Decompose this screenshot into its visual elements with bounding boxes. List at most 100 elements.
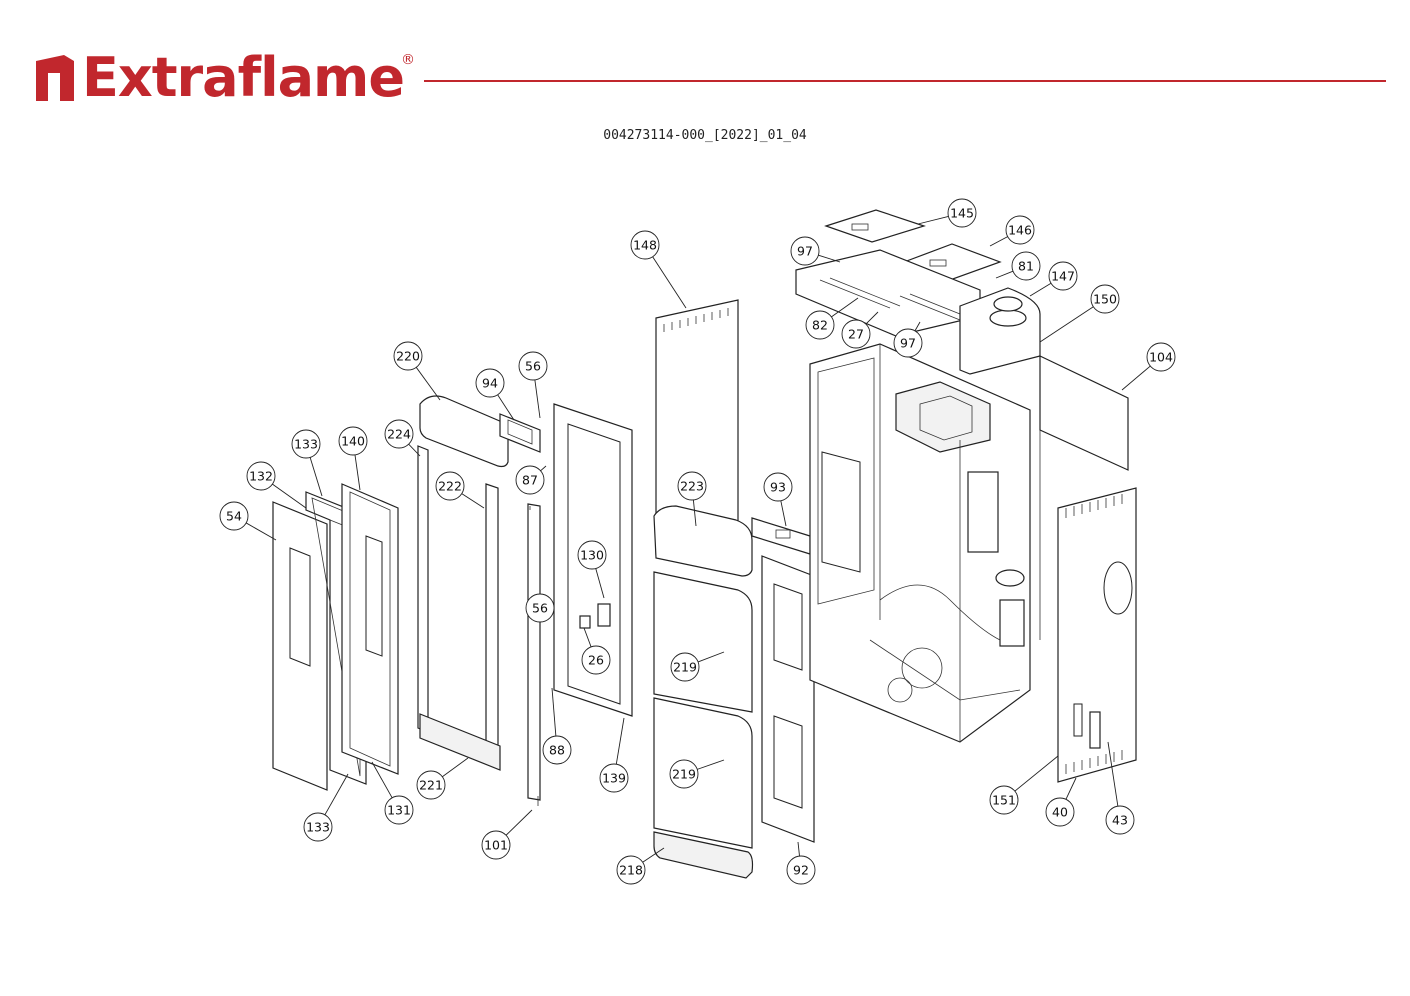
leader-27 (865, 311, 879, 325)
callout-circle (481, 830, 511, 860)
leader-219 (697, 759, 725, 770)
callout-label: 40 (1052, 805, 1068, 820)
callout-circle (1105, 805, 1135, 835)
callout-label: 139 (602, 771, 626, 786)
leader-26 (583, 627, 592, 648)
callout-148: 148 (630, 230, 660, 260)
callout-218: 218 (616, 855, 646, 885)
leader-139 (615, 717, 625, 765)
callout-label: 88 (549, 743, 565, 758)
callout-93: 93 (763, 472, 793, 502)
callout-133: 133 (303, 812, 333, 842)
callout-label: 222 (438, 479, 462, 494)
callout-circle (577, 540, 607, 570)
callout-circle (542, 735, 572, 765)
callout-145: 145 (947, 198, 977, 228)
callout-label: 56 (525, 359, 541, 374)
callout-132: 132 (246, 461, 276, 491)
callout-label: 145 (950, 206, 974, 221)
leader-218 (642, 847, 665, 863)
callout-circle (1146, 342, 1176, 372)
leader-82 (831, 297, 859, 318)
callout-56: 56 (518, 351, 548, 381)
leader-lines (245, 215, 1151, 863)
callout-circle (246, 461, 276, 491)
callout-104: 104 (1146, 342, 1176, 372)
leader-132 (272, 483, 307, 509)
leader-97 (914, 321, 921, 332)
callout-circle (581, 645, 611, 675)
door-glass-54 (272, 501, 328, 791)
side-seal-224 (417, 445, 429, 733)
callout-label: 220 (396, 349, 420, 364)
leader-221 (442, 757, 469, 778)
callout-220: 220 (393, 341, 423, 371)
brand-logo: Extraflame (34, 46, 405, 109)
callout-40: 40 (1045, 797, 1075, 827)
leader-43 (1107, 741, 1119, 807)
callout-circle (677, 471, 707, 501)
callout-82: 82 (805, 310, 835, 340)
callout-label: 132 (249, 469, 273, 484)
callout-222: 222 (435, 471, 465, 501)
callout-circle (893, 328, 923, 358)
side-panel-104 (1039, 355, 1129, 640)
front-panel-219-lower (653, 697, 753, 849)
leader-133 (324, 773, 349, 816)
callout-label: 43 (1112, 813, 1128, 828)
callout-circle (475, 368, 505, 398)
leader-147 (1029, 282, 1052, 297)
callout-88: 88 (542, 735, 572, 765)
callout-221: 221 (416, 770, 446, 800)
callout-101: 101 (481, 830, 511, 860)
callout-circle (790, 236, 820, 266)
leader-223 (692, 499, 697, 527)
side-panel-151 (1057, 487, 1137, 783)
leader-151 (1014, 755, 1059, 792)
registered-mark: ® (401, 52, 415, 68)
callout-circle (1005, 215, 1035, 245)
leader-88 (551, 687, 557, 737)
callout-circle (786, 855, 816, 885)
leader-93 (780, 500, 787, 527)
callout-label: 26 (588, 653, 604, 668)
callout-label: 219 (672, 767, 696, 782)
bottom-profile-221 (419, 713, 501, 771)
callout-label: 93 (770, 480, 786, 495)
callout-circle (384, 419, 414, 449)
callout-label: 133 (306, 820, 330, 835)
callout-139: 139 (599, 763, 629, 793)
leader-148 (652, 256, 687, 309)
callout-27: 27 (841, 319, 871, 349)
callout-219: 219 (669, 759, 699, 789)
side-profile-222 (485, 483, 499, 753)
callout-label: 131 (387, 803, 411, 818)
front-base-218 (653, 831, 754, 879)
callout-87: 87 (515, 465, 545, 495)
callout-219: 219 (670, 652, 700, 682)
callout-97: 97 (893, 328, 923, 358)
bracket-93 (751, 517, 811, 555)
callout-140: 140 (338, 426, 368, 456)
callout-circle (303, 812, 333, 842)
callout-label: 82 (812, 318, 828, 333)
callout-label: 146 (1008, 223, 1032, 238)
leader-150 (1039, 306, 1094, 343)
callout-label: 130 (580, 548, 604, 563)
rear-plate-92 (761, 555, 815, 843)
callout-130: 130 (577, 540, 607, 570)
brand-name: Extraflame (82, 46, 405, 109)
callout-circle (416, 770, 446, 800)
leader-220 (415, 367, 441, 401)
callout-92: 92 (786, 855, 816, 885)
callout-label: 221 (419, 778, 443, 793)
document-code: 004273114-000_[2022]_01_04 (603, 128, 807, 143)
leader-81 (995, 270, 1014, 279)
leader-56 (534, 379, 541, 419)
callout-54: 54 (219, 501, 249, 531)
header-divider (424, 80, 1386, 82)
callout-label: 218 (619, 863, 643, 878)
leader-133 (309, 457, 323, 497)
callout-56: 56 (525, 593, 555, 623)
